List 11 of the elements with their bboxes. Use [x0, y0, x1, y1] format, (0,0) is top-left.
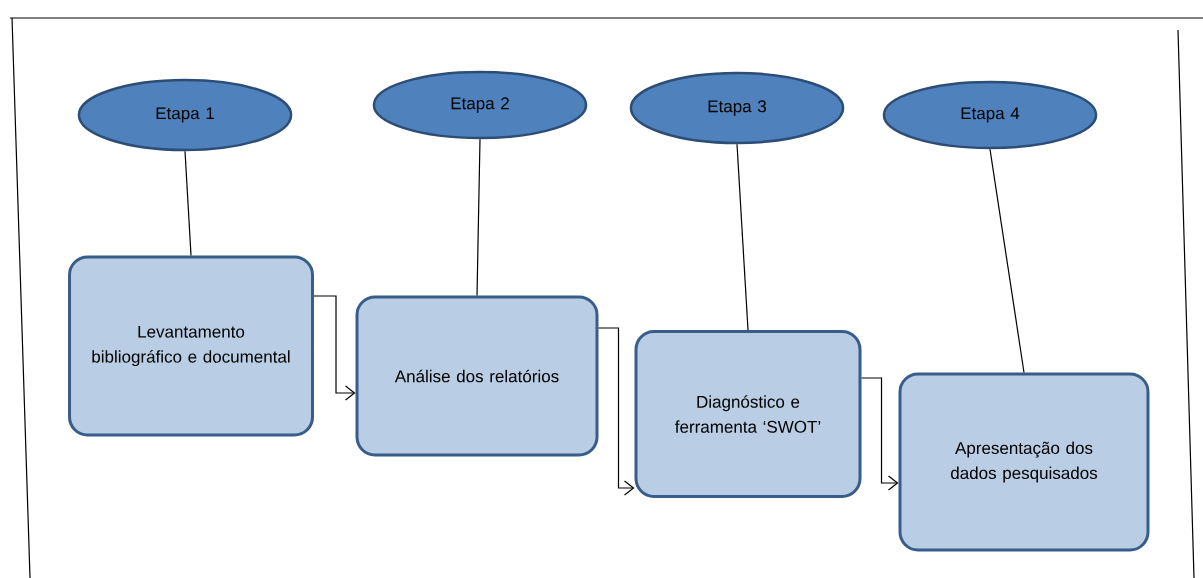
connector — [597, 327, 635, 496]
connector — [313, 295, 356, 401]
process-box: Análise dos relatórios — [355, 295, 599, 457]
connector — [736, 143, 749, 331]
connector — [476, 138, 481, 297]
connector — [184, 150, 192, 257]
connector — [860, 377, 899, 491]
process-box: Levantamento bibliográfico e documental — [68, 255, 314, 437]
process-box: Apresentação dos dados pesquisados — [898, 372, 1150, 552]
connector — [989, 148, 1025, 374]
process-box: Diagnóstico e ferramenta ‘SWOT’ — [634, 330, 862, 498]
